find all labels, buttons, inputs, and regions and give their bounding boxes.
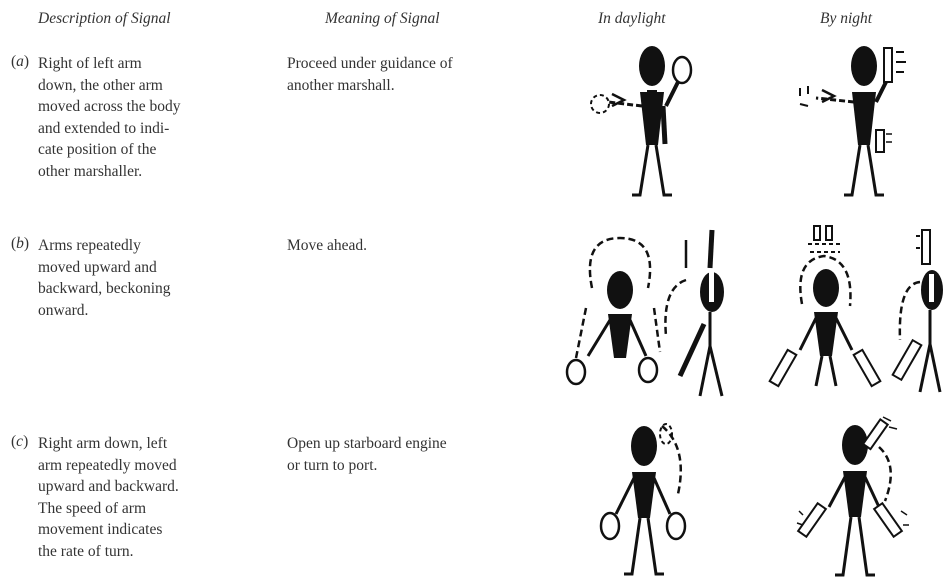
row-a-description: Right of left arm down, the other arm mo… [38, 53, 180, 182]
row-b-night-marshaller-icon [770, 224, 943, 394]
header-daylight: In daylight [598, 10, 666, 28]
row-a-daylight-marshaller-icon [590, 40, 700, 205]
row-a-night-marshaller-icon [796, 40, 916, 205]
row-b-daylight-marshaller-icon [562, 228, 737, 398]
row-c-daylight-marshaller-icon [596, 418, 696, 584]
row-a-meaning: Proceed under guidance of another marsha… [287, 53, 453, 96]
row-c-meaning: Open up starboard engine or turn to port… [287, 433, 447, 476]
header-description: Description of Signal [38, 10, 171, 28]
row-c-description: Right arm down, left arm repeatedly move… [38, 433, 179, 562]
row-a-letter: (a) [11, 53, 29, 71]
row-b-letter: (b) [11, 235, 29, 253]
row-b-meaning: Move ahead. [287, 235, 367, 257]
header-meaning: Meaning of Signal [325, 10, 440, 28]
row-c-night-marshaller-icon [795, 415, 915, 584]
row-b-description: Arms repeatedly moved upward and backwar… [38, 235, 171, 321]
row-c-letter: (c) [11, 433, 28, 451]
header-night: By night [820, 10, 872, 28]
